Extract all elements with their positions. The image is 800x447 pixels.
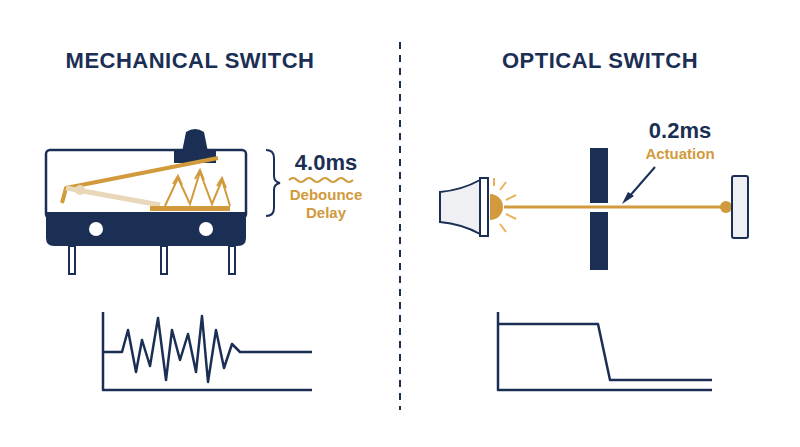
divider-line — [399, 42, 401, 410]
timing-caption: Debounce Delay — [284, 186, 368, 222]
column-heading: MECHANICAL SWITCH — [66, 48, 315, 74]
timing-value: 4.0ms — [295, 150, 357, 176]
clean-signal — [498, 312, 712, 390]
timing-value: 0.2ms — [649, 118, 711, 144]
column-heading: OPTICAL SWITCH — [502, 48, 698, 74]
bounce-signal — [103, 312, 312, 390]
timing-caption: Actuation — [645, 145, 714, 163]
optical-switch — [440, 148, 748, 270]
